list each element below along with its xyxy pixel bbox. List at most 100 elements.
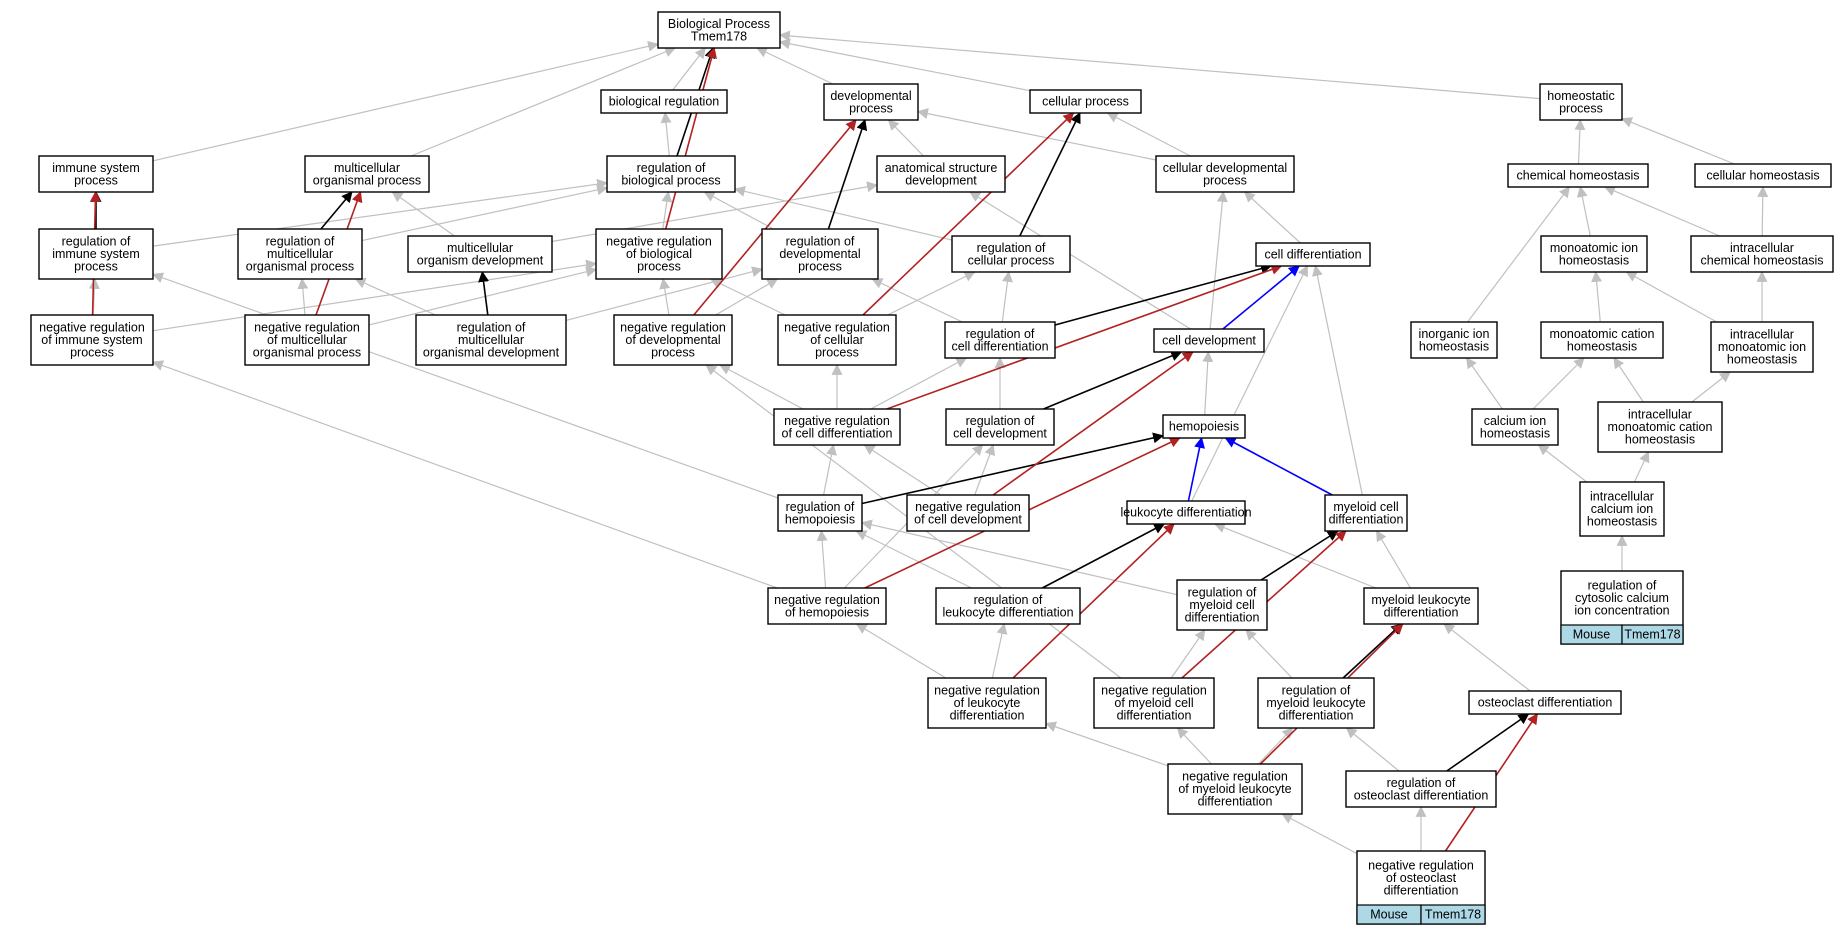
node-label-line: differentiation [1329,512,1404,526]
badge-label-mouse: Mouse [1573,628,1611,642]
node-label-line: process [1559,101,1603,115]
go-term-node-leukocyte-differentiation[interactable]: leukocyte differentiation [1120,500,1252,525]
node-label-line: cytosolic calcium [1575,591,1669,605]
node-label-line: chemical homeostasis [1517,169,1640,183]
node-box [1167,763,1303,815]
edge-layer [88,30,1769,855]
edge-is-a [1691,371,1731,403]
go-term-node-osteoclast-differentiation[interactable]: osteoclast differentiation [1468,690,1622,715]
node-label-line: anatomical structure [885,161,998,175]
node-label-line: negative regulation [1101,684,1207,698]
node-label-line: differentiation [1279,709,1354,723]
badge-label-tmem178: Tmem178 [1624,628,1680,642]
node-label-line: negative regulation [620,321,726,335]
node-box [761,228,879,280]
edge-is-a [1311,264,1363,496]
node-label-line: developmental [830,89,911,103]
node-label-line: regulation of [977,241,1046,255]
edge-is-a [1443,623,1531,692]
go-term-node-cell-development[interactable]: cell development [1153,328,1265,353]
node-box [595,228,723,280]
node-box [1029,89,1142,114]
node-box [944,321,1056,359]
node-label-line: organismal process [253,346,361,360]
node-box [777,314,897,366]
node-label-line: negative regulation [606,235,712,249]
go-term-node-biological-regulation[interactable]: biological regulation [600,89,728,114]
edge-is-a [1281,813,1358,855]
node-label-line: negative regulation [1182,770,1288,784]
edge-is-a [391,191,455,237]
node-label-line: Tmem178 [691,29,747,43]
node-label-line: homeostasis [1480,426,1550,440]
node-label-line: of biological [626,247,692,261]
node-label-line: process [74,260,118,274]
node-label-line: development [905,173,977,187]
go-term-node-cell-differentiation[interactable]: cell differentiation [1255,242,1371,267]
edge-is-a [1613,357,1644,403]
node-box [876,155,1006,193]
go-term-node-cellular-homeostasis[interactable]: cellular homeostasis [1694,163,1832,188]
go-term-node-hemopoiesis[interactable]: hemopoiesis [1162,414,1246,439]
node-box [1540,321,1664,359]
go-term-node-cellular-process[interactable]: cellular process [1029,89,1142,114]
edge-negatively-regulates [862,112,1075,316]
go-term-node-chemical-homeostasis[interactable]: chemical homeostasis [1507,163,1649,188]
edge-is-a [1625,271,1718,323]
node-label-line: of immune system [41,333,142,347]
edge-is-a [152,178,609,247]
badge-cell-tmem178 [1420,904,1486,925]
node-label-line: regulation of [1588,579,1657,593]
edge-part-of [478,270,490,316]
node-label-line: multicellular [267,247,333,261]
edge-is-a [823,443,837,496]
node-label-line: regulation of [1387,776,1456,790]
node-label-line: differentiation [1384,884,1459,898]
